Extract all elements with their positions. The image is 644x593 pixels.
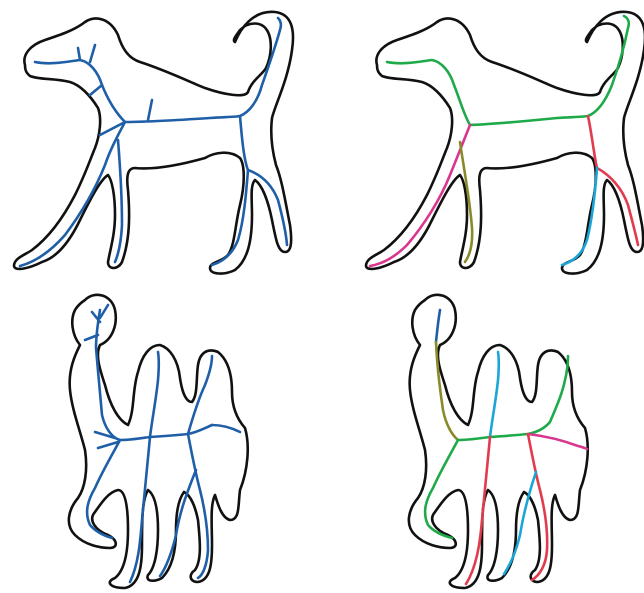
camel-skeleton-back: [120, 425, 212, 440]
camel-segment-hindleg-cyan: [504, 472, 536, 574]
camel-skeleton-panel: [69, 295, 248, 588]
camel-skeleton-tail: [212, 425, 240, 432]
camel-segmented-panel: [409, 295, 588, 588]
dog-skeleton-branch-5: [148, 100, 152, 120]
dog-segment-foreleg-magenta: [370, 125, 470, 266]
camel-segment-frontleg-red: [466, 437, 490, 584]
dog-skeleton-foreleg: [20, 122, 125, 266]
camel-skeleton-frontleg-2: [130, 437, 150, 582]
camel-skeleton-head-branch-2: [100, 305, 108, 318]
camel-skeleton-hindleg-2: [160, 470, 196, 576]
dog-skeleton-foreleg-2: [115, 140, 122, 262]
dog-skeleton-main-axis: [35, 18, 281, 122]
camel-segment-tail-magenta: [528, 434, 587, 449]
dog-outline: [14, 12, 293, 274]
dog-skeleton-panel: [14, 12, 293, 274]
camel-segment-head-blue: [436, 310, 440, 342]
dog-skeleton-branch-3: [90, 85, 102, 95]
camel-skeleton-hindleg-1: [188, 434, 208, 578]
dog-segment-hindleg-cyan: [562, 168, 597, 265]
camel-skeleton-hump-1: [150, 352, 159, 437]
dog-skeleton-branch-2: [90, 45, 95, 62]
dog-segmented-panel: [366, 12, 644, 274]
dog-skeleton-branch-1: [78, 48, 80, 60]
camel-skeleton-hump-2: [188, 356, 212, 434]
camel-segment-frontleg-green: [425, 440, 458, 538]
camel-segment-hindleg-red: [528, 434, 547, 580]
dog-outline: [366, 12, 644, 274]
camel-skeleton-neck: [96, 310, 120, 440]
camel-segment-hump-cyan: [490, 352, 499, 437]
